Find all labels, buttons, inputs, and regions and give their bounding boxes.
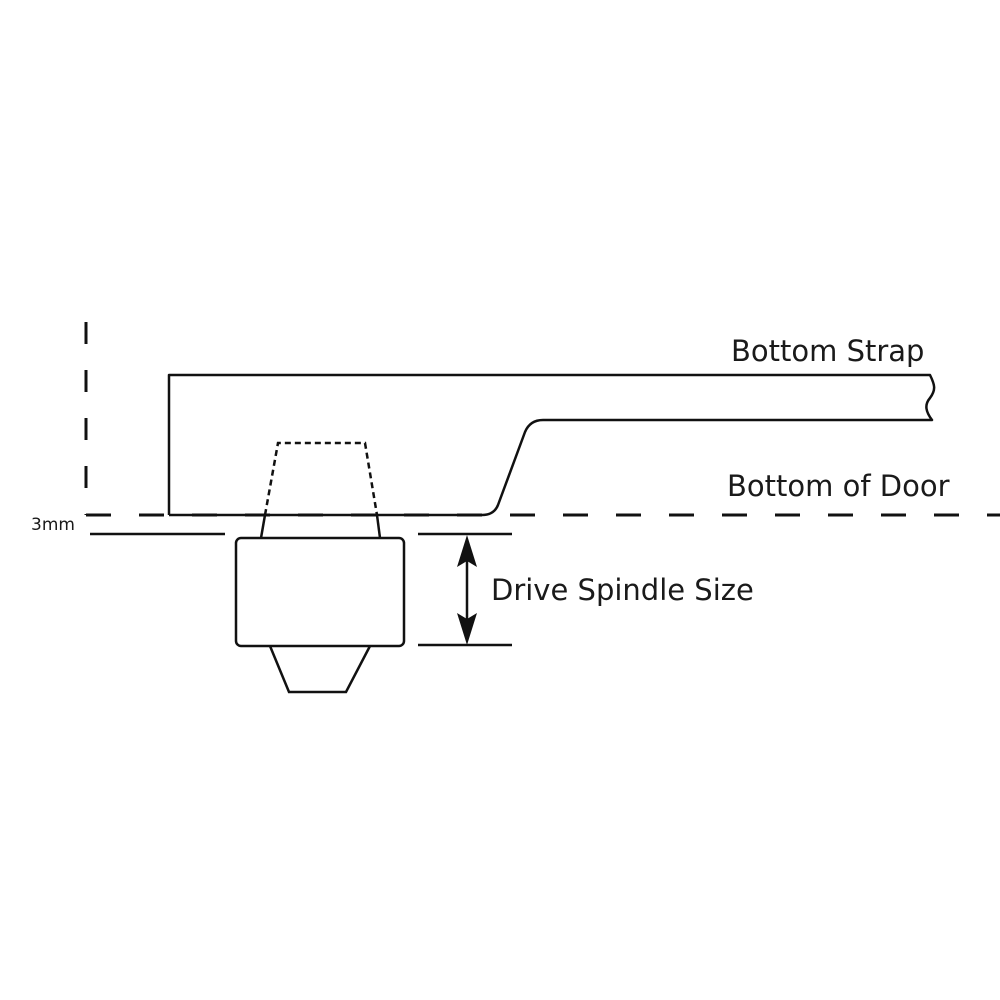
spindle-neck-left bbox=[259, 514, 267, 539]
spindle-bottom-taper bbox=[268, 645, 372, 694]
gap-3mm-label: 3mm bbox=[31, 515, 75, 535]
bottom-strap-label: Bottom Strap bbox=[731, 334, 924, 368]
spindle-neck-right bbox=[375, 514, 382, 539]
drive-spindle-body bbox=[234, 536, 406, 648]
bottom-strap-outline bbox=[167, 373, 936, 517]
dimension-arrow-icon bbox=[457, 535, 477, 645]
spindle-head-hidden-outline bbox=[263, 441, 379, 516]
bottom-of-door-label: Bottom of Door bbox=[727, 469, 950, 503]
drive-spindle-size-label: Drive Spindle Size bbox=[491, 573, 754, 607]
